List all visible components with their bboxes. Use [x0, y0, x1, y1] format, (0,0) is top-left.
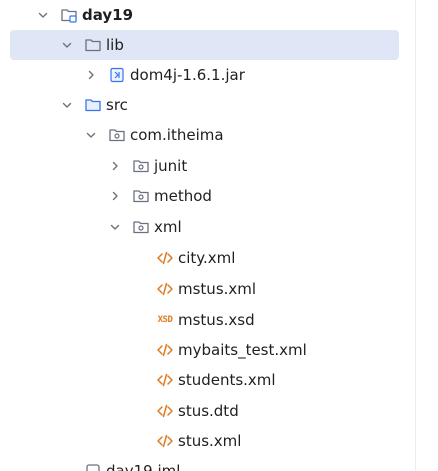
- tree-node-label: junit: [154, 157, 188, 175]
- tree-node-city-xml[interactable]: city.xml: [10, 243, 399, 273]
- tree-node-label: dom4j-1.6.1.jar: [130, 66, 245, 84]
- tree-node-src[interactable]: src: [10, 90, 399, 120]
- folder-icon: [84, 36, 102, 54]
- module-folder-icon: [60, 6, 78, 24]
- package-icon: [132, 157, 150, 175]
- tree-node-xml[interactable]: xml: [10, 212, 399, 242]
- xml-file-icon: [156, 432, 174, 450]
- xsd-file-icon: XSD: [156, 311, 174, 329]
- package-icon: [108, 126, 126, 144]
- tree-node-day19-iml[interactable]: day19.iml: [10, 456, 399, 471]
- xml-file-icon: [156, 249, 174, 267]
- tree-node-label: stus.xml: [178, 432, 242, 450]
- iml-file-icon: [84, 462, 102, 471]
- jar-icon: [108, 66, 126, 84]
- vertical-scrollbar[interactable]: [415, 0, 438, 471]
- tree-node-label: mstus.xml: [178, 280, 257, 298]
- tree-node-label: city.xml: [178, 249, 236, 267]
- tree-node-label: day19.iml: [106, 462, 181, 471]
- chevron-down-icon[interactable]: [60, 98, 74, 112]
- source-folder-icon: [84, 96, 102, 114]
- tree-node-method[interactable]: method: [10, 181, 399, 211]
- tree-node-day19[interactable]: day19: [10, 0, 399, 30]
- tree-node-label: stus.dtd: [178, 402, 239, 420]
- tree-node-label: mybaits_test.xml: [178, 341, 307, 359]
- chevron-down-icon[interactable]: [108, 220, 122, 234]
- tree-node-stus-xml[interactable]: stus.xml: [10, 426, 399, 456]
- tree-node-label: day19: [82, 6, 134, 24]
- tree-node-label: src: [106, 96, 128, 114]
- package-icon: [132, 187, 150, 205]
- package-icon: [132, 218, 150, 236]
- xml-file-icon: [156, 402, 174, 420]
- tree-node-mybaits-test-xml[interactable]: mybaits_test.xml: [10, 335, 399, 365]
- tree-node-dom4j-jar[interactable]: dom4j-1.6.1.jar: [10, 60, 399, 90]
- tree-node-stus-dtd[interactable]: stus.dtd: [10, 396, 399, 426]
- tree-node-label: xml: [154, 218, 182, 236]
- chevron-down-icon[interactable]: [60, 38, 74, 52]
- xml-file-icon: [156, 280, 174, 298]
- tree-node-students-xml[interactable]: students.xml: [10, 365, 399, 395]
- tree-node-label: method: [154, 187, 212, 205]
- xml-file-icon: [156, 371, 174, 389]
- chevron-down-icon[interactable]: [36, 8, 50, 22]
- chevron-right-icon[interactable]: [84, 68, 98, 82]
- xsd-glyph: XSD: [157, 315, 173, 325]
- tree-node-lib[interactable]: lib: [10, 30, 399, 60]
- xml-file-icon: [156, 341, 174, 359]
- tree-node-label: lib: [106, 36, 124, 54]
- tree-node-mstus-xsd[interactable]: XSD mstus.xsd: [10, 305, 399, 335]
- tree-node-com-itheima[interactable]: com.itheima: [10, 120, 399, 150]
- tree-node-junit[interactable]: junit: [10, 151, 399, 181]
- chevron-down-icon[interactable]: [84, 128, 98, 142]
- chevron-right-icon[interactable]: [108, 159, 122, 173]
- tree-node-mstus-xml[interactable]: mstus.xml: [10, 274, 399, 304]
- chevron-right-icon[interactable]: [108, 189, 122, 203]
- tree-node-label: mstus.xsd: [178, 311, 255, 329]
- tree-node-label: com.itheima: [130, 126, 224, 144]
- tree-node-label: students.xml: [178, 371, 276, 389]
